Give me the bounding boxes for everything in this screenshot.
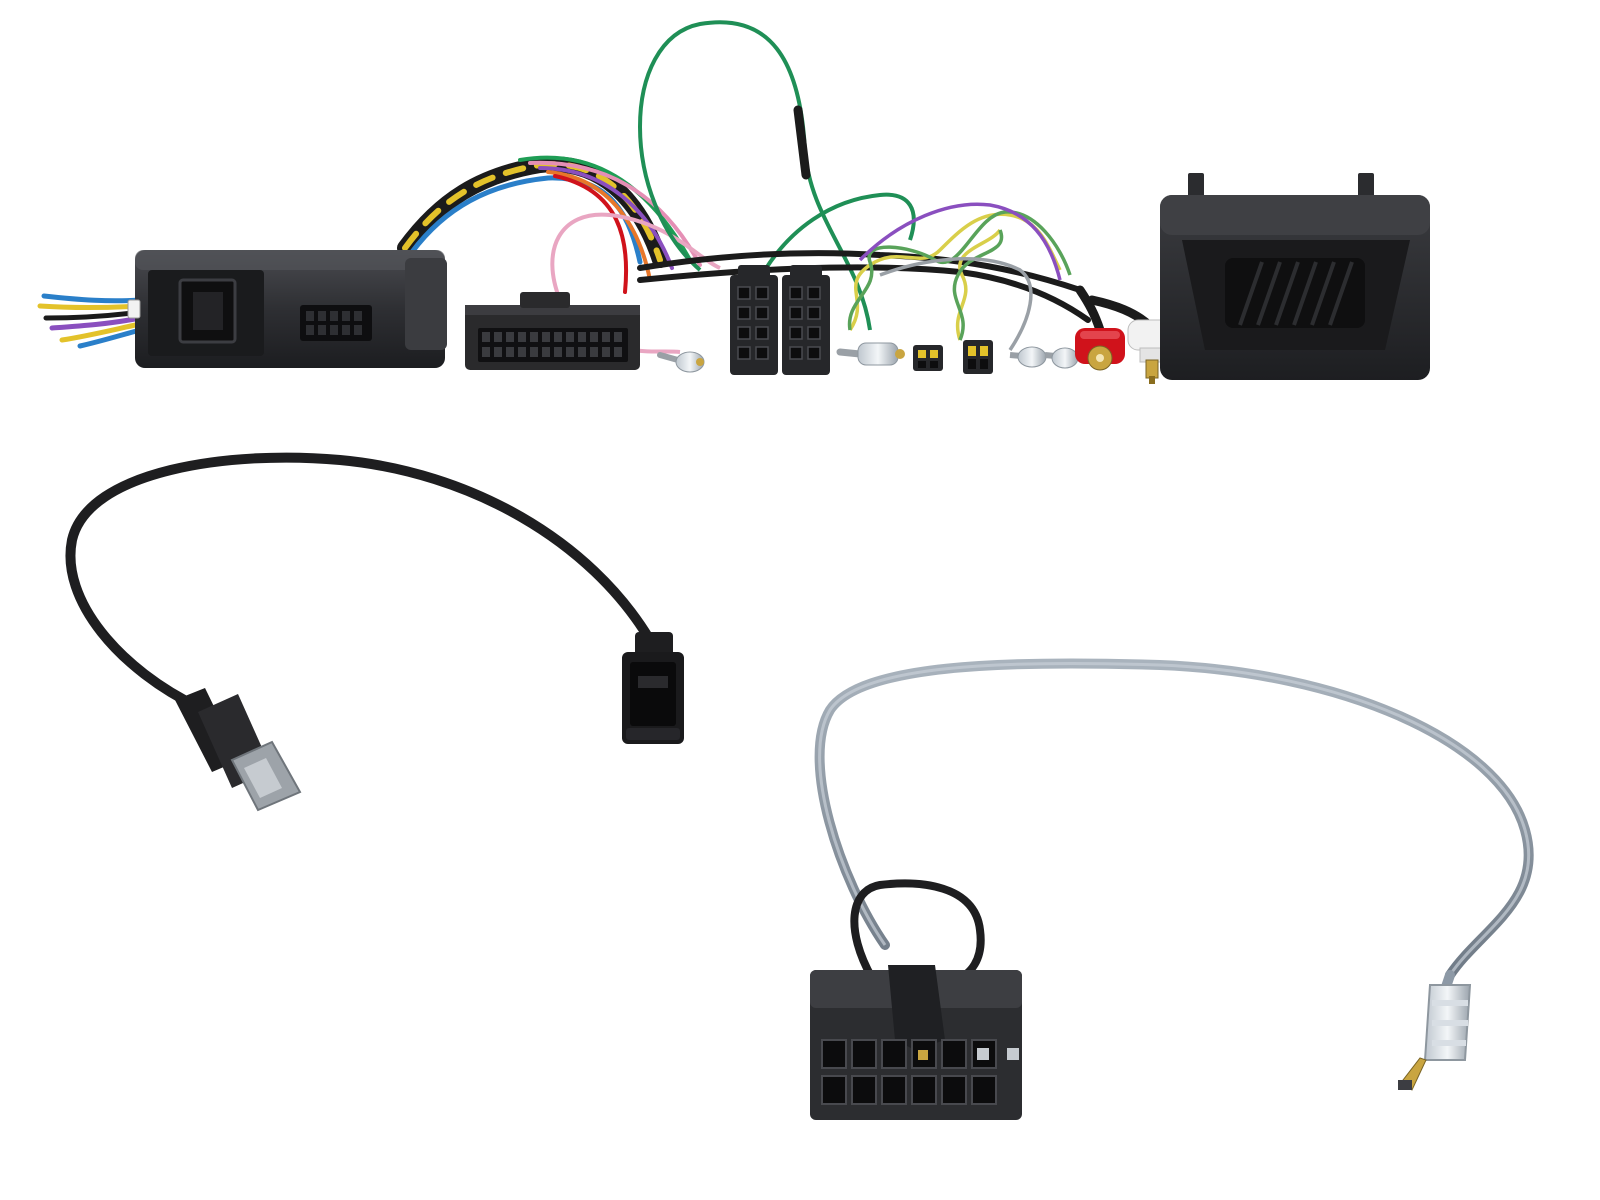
main-cable-bundle xyxy=(397,155,702,294)
speaker-unit xyxy=(1160,173,1430,380)
connector-pins xyxy=(821,1039,997,1105)
green-loop-wire xyxy=(638,20,872,331)
bullet-connectors xyxy=(1009,346,1079,369)
patch-lead-wire xyxy=(814,658,1534,980)
usb-cable-wire xyxy=(65,452,655,713)
purple-wire xyxy=(858,202,1062,281)
iso-pins xyxy=(737,286,821,360)
black-loop-wire xyxy=(850,879,985,984)
patch-lead xyxy=(810,658,1534,1120)
antenna-plug xyxy=(836,342,905,366)
small-2pin-connectors xyxy=(913,340,993,374)
rca-plug-red xyxy=(1075,328,1125,371)
antenna-adapter-small xyxy=(657,351,705,373)
interface-box xyxy=(127,250,447,368)
rca-plugs xyxy=(1075,285,1177,384)
usb-cable xyxy=(65,452,684,812)
quadlock-pins xyxy=(482,332,622,357)
pink-loop-wire xyxy=(550,212,721,301)
left-wire-tails xyxy=(37,293,143,349)
wiring-harness xyxy=(37,20,1430,384)
box-port-right xyxy=(300,305,372,341)
usb-socket-end xyxy=(622,632,684,744)
green-wire-2 xyxy=(763,192,916,272)
grey-wire xyxy=(879,257,1033,351)
iso-connector-pair xyxy=(730,265,830,375)
quadlock-connector xyxy=(465,292,640,370)
usb-a-plug xyxy=(175,688,302,812)
12pin-connector xyxy=(810,965,1022,1120)
patch-lead-plug xyxy=(1398,970,1472,1091)
green-loop-sleeve xyxy=(793,105,811,180)
